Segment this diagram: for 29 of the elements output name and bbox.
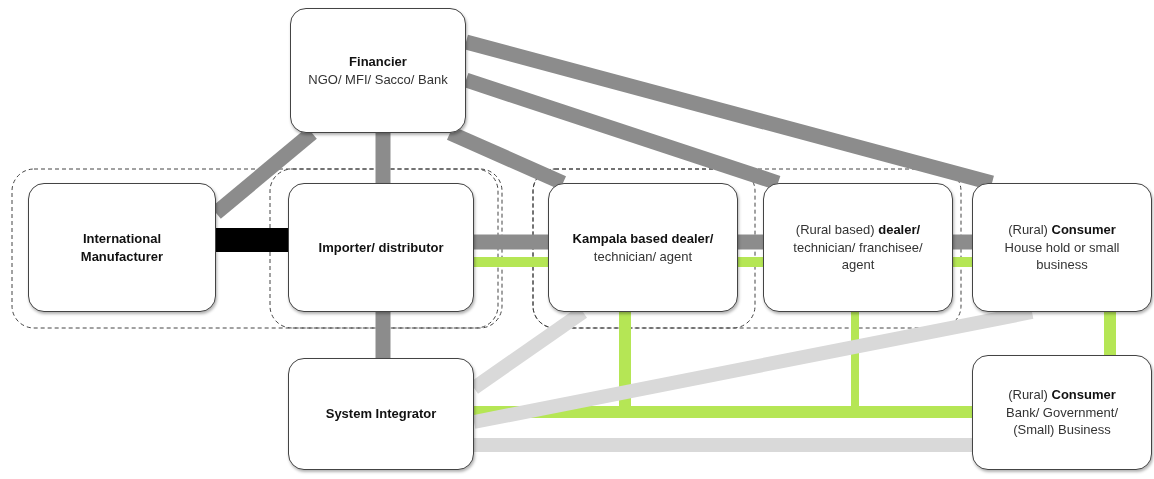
connector-band [738, 234, 763, 250]
connector-band [375, 133, 391, 183]
entity-label: House hold or small business [1003, 238, 1121, 274]
entity-box [290, 8, 466, 133]
entity-label: International Manufacturer [79, 229, 165, 266]
entity-label: (Rural) Consumer [1008, 386, 1116, 404]
entity-label: (Rural) Consumer [1008, 221, 1116, 239]
connector-band [953, 257, 972, 267]
entity-box [972, 183, 1152, 312]
entity-box [972, 355, 1152, 470]
entity-box [288, 358, 474, 470]
entity-label: NGO/ MFI/ Sacco/ Bank [308, 70, 448, 89]
entity-label: Financier [349, 52, 407, 71]
connector-band [738, 257, 763, 267]
entity-label: System Integrator [325, 405, 437, 423]
entity-label: Bank/ Government/ (Small) Business [1005, 403, 1119, 439]
entity-label: Importer/ distributor [318, 238, 444, 257]
entity-box [28, 183, 216, 312]
connector-band [474, 438, 972, 452]
connector-band [1104, 312, 1116, 355]
entity-label: (Rural based) dealer/ technician/ franchisee/ agent [792, 221, 924, 274]
connector-band [474, 234, 548, 250]
entity-box [548, 183, 738, 312]
connector-band [953, 234, 972, 250]
entity-box [763, 183, 953, 312]
connector-band [375, 312, 391, 358]
connector-band [474, 257, 548, 267]
entity-label: Kampala based dealer/ technician/ agent [571, 229, 715, 266]
entity-box [288, 183, 474, 312]
